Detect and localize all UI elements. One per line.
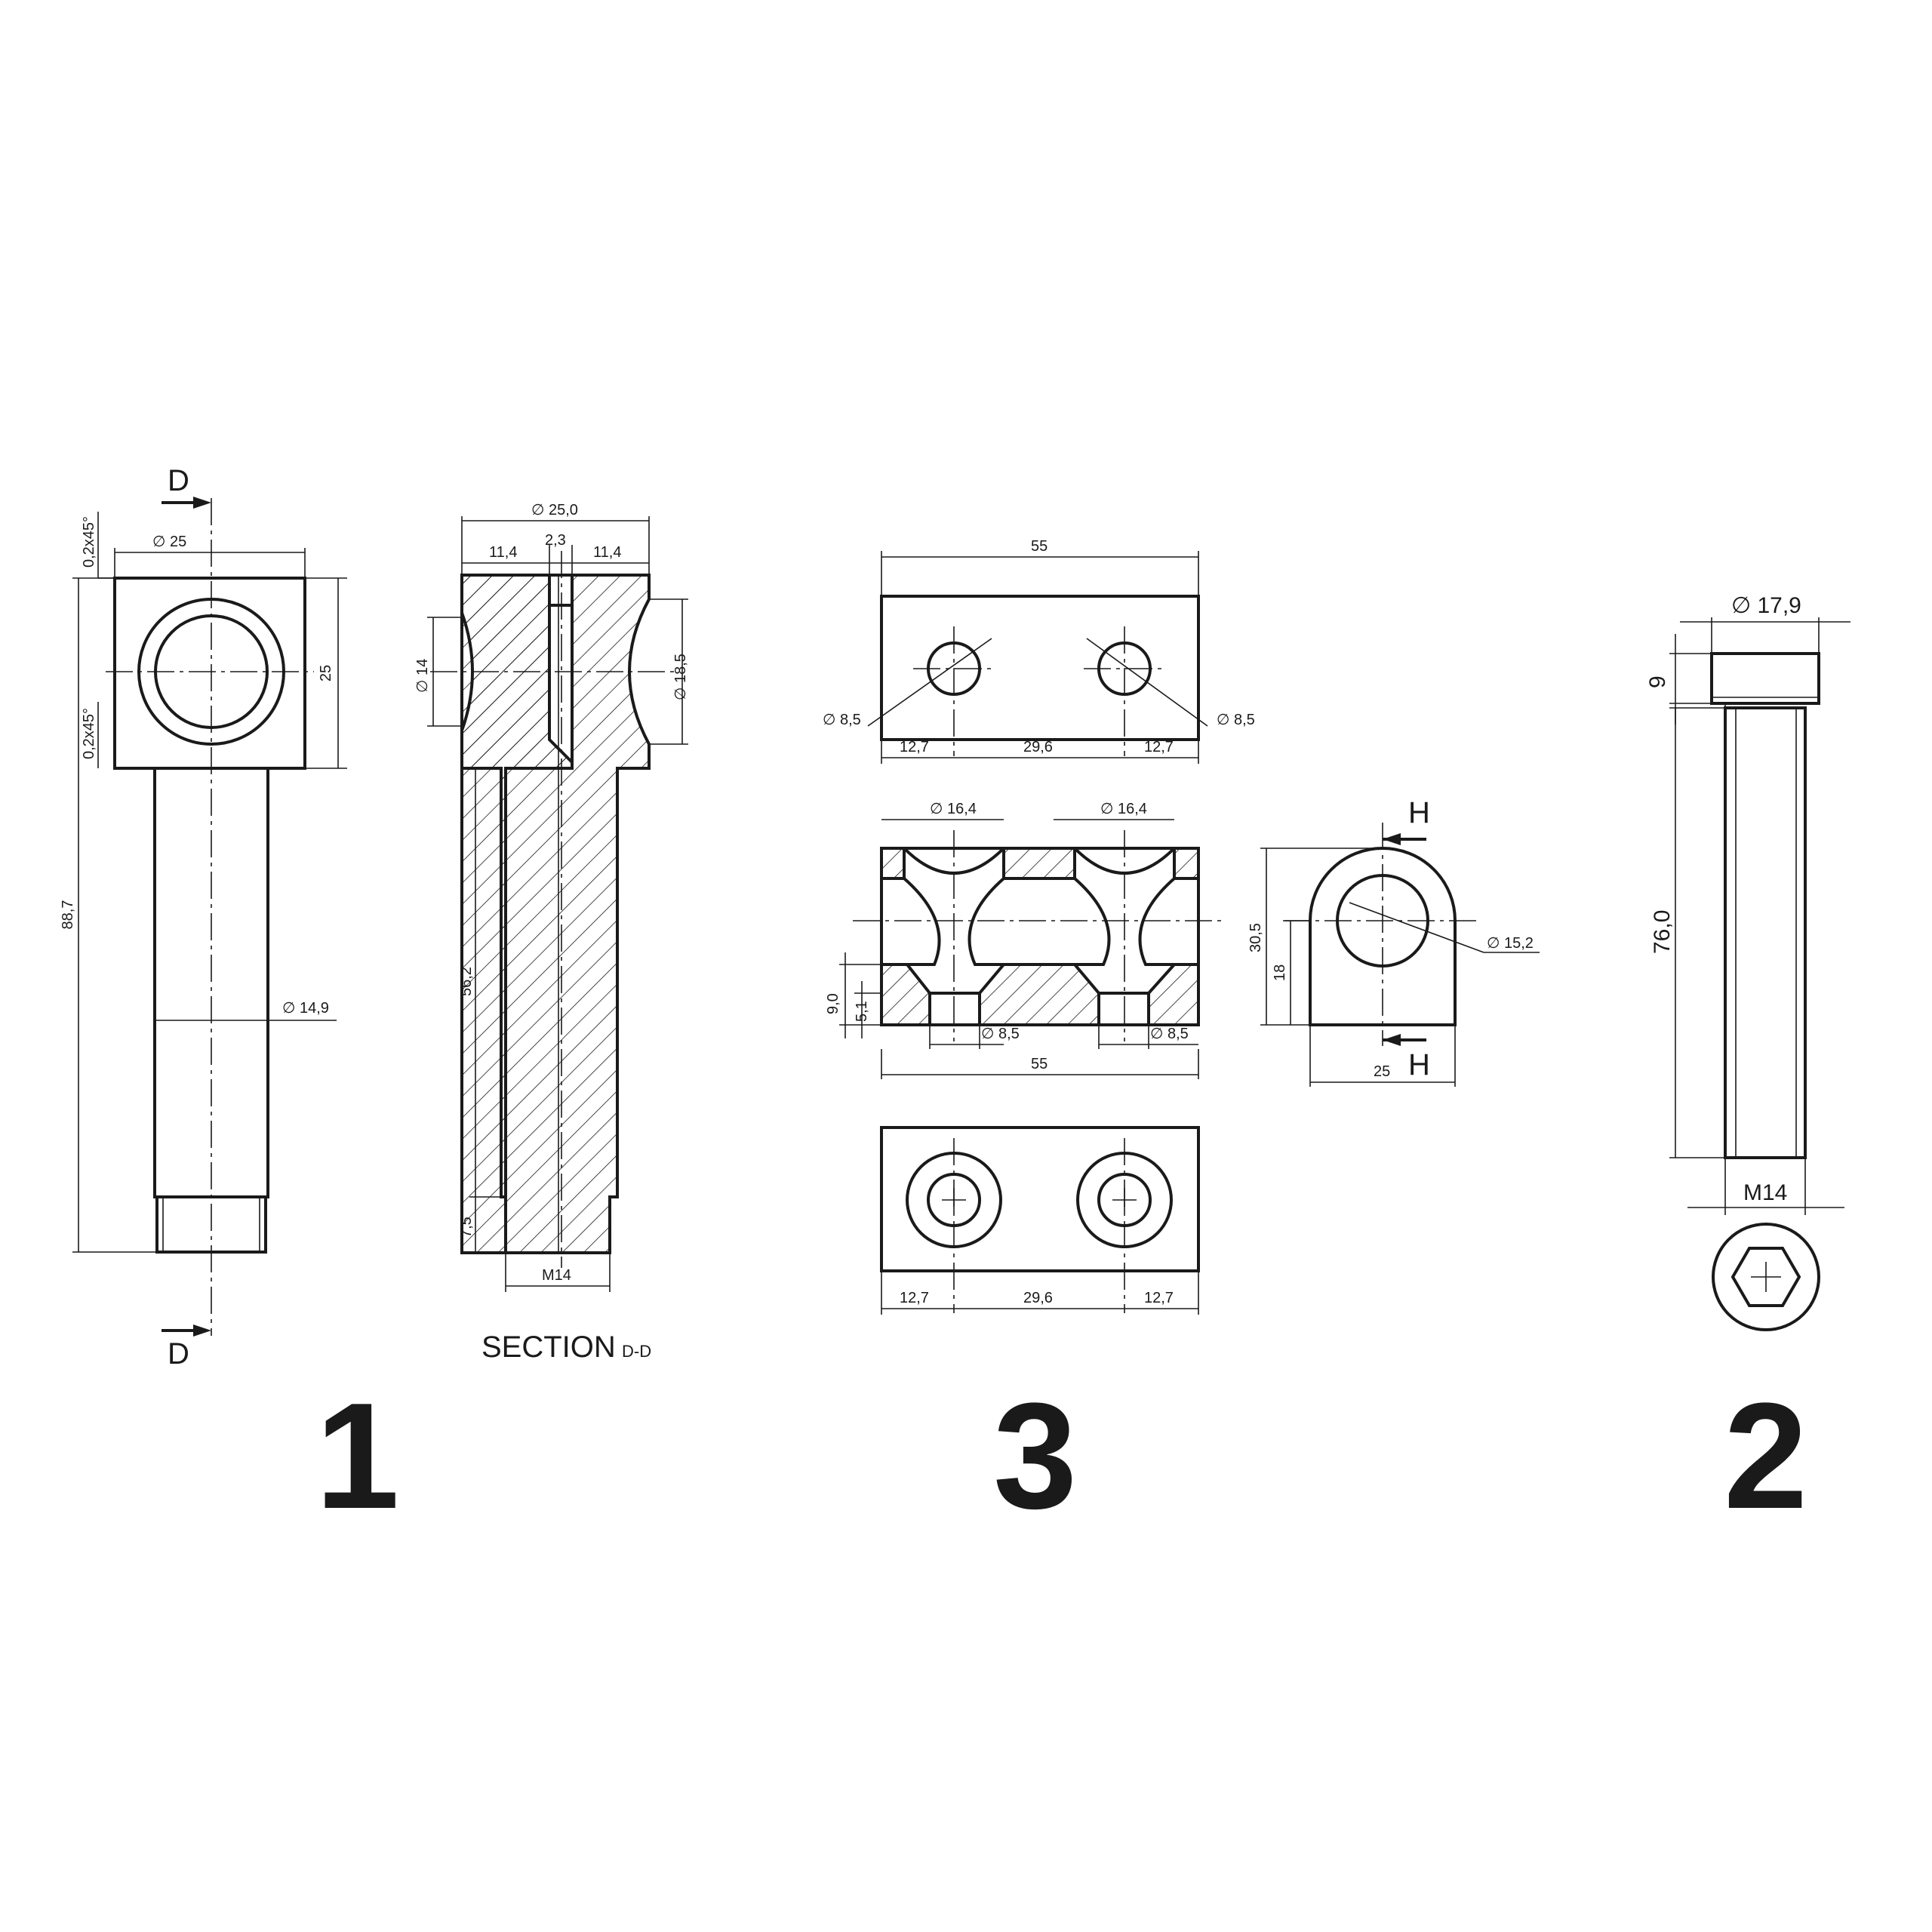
section-dd-dim-shank-length: 56,2 xyxy=(458,967,475,996)
part3-front-hatch-top-right xyxy=(1173,847,1200,880)
section-dd-dim-slot: 2,3 xyxy=(545,532,566,549)
section-dd-dim-top-diameter: ∅ 25,0 xyxy=(531,502,578,518)
part3-bottom-outline xyxy=(880,1126,1200,1272)
part1-dim-chamfer-top: 0,2x45° xyxy=(81,516,97,568)
part3-front-dim-bore-left: ∅ 8,5 xyxy=(981,1026,1020,1042)
part3-bottom-dim-pitch: 29,6 xyxy=(1023,1290,1053,1306)
part3-top-outline xyxy=(880,595,1200,741)
part3-front-dim-cup-right: ∅ 16,4 xyxy=(1100,801,1147,817)
part3-front-hatch-top-left xyxy=(880,847,906,880)
part3-front-hatch-bottom-mid xyxy=(978,963,1100,1026)
part3-front-bore-left xyxy=(928,992,981,1026)
part3-front-hatch-top-mid xyxy=(1002,847,1076,880)
view-label-bottom: H xyxy=(1408,1048,1430,1081)
part3-side-dim-height: 30,5 xyxy=(1247,923,1264,952)
part3-side-dim-hole: ∅ 15,2 xyxy=(1487,935,1534,952)
section-dd-dim-left-width: 11,4 xyxy=(489,544,517,561)
part2-shank xyxy=(1724,706,1807,1159)
part2-dim-thread: M14 xyxy=(1743,1180,1787,1205)
part3-top-dim-length: 55 xyxy=(1031,538,1048,555)
part3-front-section: ∅ 16,4 ∅ 16,4 9,0 5,1 ∅ 8,5 ∅ 8,5 55 xyxy=(825,801,1223,1079)
part3-bottom-dim-edge-right: 12,7 xyxy=(1144,1290,1174,1306)
view-arrowhead-bottom xyxy=(1383,1034,1401,1046)
part2-end-view-circle xyxy=(1712,1223,1820,1331)
part2-view: ∅ 17,9 9 76,0 M14 xyxy=(1645,593,1850,1331)
part-number-1: 1 xyxy=(315,1372,399,1540)
part-number-3: 3 xyxy=(993,1372,1077,1540)
part3-top-dim-pitch: 29,6 xyxy=(1023,739,1053,755)
part1-dim-chamfer-side: 0,2x45° xyxy=(81,708,97,759)
part2-dim-length: 76,0 xyxy=(1650,910,1675,954)
section-dd-dim-left-bore: ∅ 14 xyxy=(414,659,431,693)
part2-dim-head-height: 9 xyxy=(1645,675,1670,688)
view-label-top: H xyxy=(1408,796,1430,829)
section-cut-label-bottom: D xyxy=(168,1337,189,1371)
part3-front-dim-bore-right: ∅ 8,5 xyxy=(1150,1026,1189,1042)
part3-top-dim-hole-left: ∅ 8,5 xyxy=(823,712,861,728)
section-dd-dim-thread-length: 7,5 xyxy=(458,1217,475,1238)
part3-side-view: H H 30,5 18 ∅ 15,2 25 xyxy=(1247,796,1540,1087)
view-arrowhead-top xyxy=(1383,833,1401,845)
part3-top-dim-edge-left: 12,7 xyxy=(900,739,929,755)
part1-view: D D ∅ 25 25 0,2x45° 0,2x45° 88,7 ∅ 14,9 xyxy=(60,464,347,1371)
part3-top-view: 55 ∅ 8,5 ∅ 8,5 12,7 29,6 12,7 xyxy=(823,538,1255,764)
part3-front-hatch-bottom-right xyxy=(1147,963,1200,1026)
part3-front-bore-right xyxy=(1097,992,1150,1026)
part3-top-dim-edge-right: 12,7 xyxy=(1144,739,1174,755)
section-cut-label-top: D xyxy=(168,464,189,497)
part3-front-dim-cup-left: ∅ 16,4 xyxy=(930,801,977,817)
part3-front-dim-length: 55 xyxy=(1031,1056,1048,1072)
part3-side-dim-center-height: 18 xyxy=(1272,964,1288,981)
section-dd-slot-upper xyxy=(548,574,574,607)
part-number-2: 2 xyxy=(1724,1372,1807,1540)
part1-dim-head-diameter: ∅ 25 xyxy=(152,534,186,550)
part3-side-dim-width: 25 xyxy=(1374,1063,1390,1080)
part1-head xyxy=(113,577,306,770)
part1-dim-total-length: 88,7 xyxy=(60,900,76,930)
part3-front-hatch-bottom-left xyxy=(880,963,931,1026)
section-dd-dim-right-width: 11,4 xyxy=(593,544,621,561)
section-subtitle: D-D xyxy=(622,1342,651,1361)
part2-hex-socket xyxy=(1730,1247,1801,1307)
part3-side-outline xyxy=(1309,847,1457,1026)
part2-dim-head-diameter: ∅ 17,9 xyxy=(1731,593,1801,618)
part2-head xyxy=(1710,652,1820,705)
section-dd-dim-thread: M14 xyxy=(542,1267,571,1284)
part3-bottom-view: 12,7 29,6 12,7 xyxy=(880,1126,1200,1315)
section-dd-dim-right-bore: ∅ 18,5 xyxy=(672,654,689,700)
section-dd-view: ∅ 25,0 11,4 2,3 11,4 ∅ 14 ∅ 18,5 56,2 7,… xyxy=(414,502,689,1364)
section-cut-arrowhead-top xyxy=(193,497,211,509)
part1-dim-head-height: 25 xyxy=(318,665,334,681)
part3-front-dim-depth-step: 5,1 xyxy=(854,1001,870,1022)
part1-dim-shank-diameter: ∅ 14,9 xyxy=(282,1000,329,1017)
part3-bottom-dim-edge-left: 12,7 xyxy=(900,1290,929,1306)
part3-top-dim-hole-right: ∅ 8,5 xyxy=(1217,712,1255,728)
part3-front-dim-depth-total: 9,0 xyxy=(825,993,841,1014)
section-title: SECTION xyxy=(481,1331,616,1364)
section-cut-arrowhead-bottom xyxy=(193,1324,211,1337)
